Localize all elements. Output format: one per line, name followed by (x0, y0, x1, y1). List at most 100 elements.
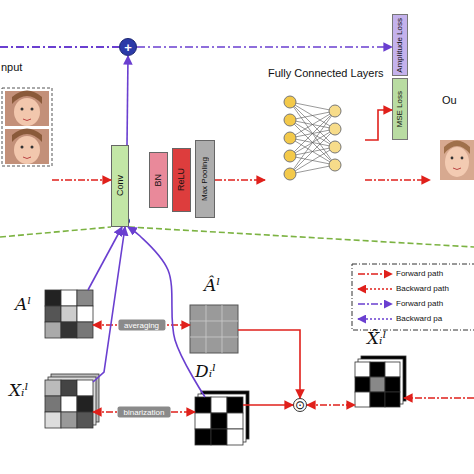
matrix-x (77, 396, 93, 412)
legend-box (358, 303, 392, 305)
backward-connector (93, 227, 125, 382)
input-faces (5, 129, 49, 164)
matrix-x (45, 396, 61, 412)
input-faces (14, 136, 40, 164)
bn-layer: BN (149, 152, 168, 208)
matrix-a (77, 290, 93, 306)
zoom-lines (0, 218, 474, 247)
matrix-d (227, 397, 243, 413)
matrix-x-hat (355, 362, 370, 377)
input-faces (14, 98, 40, 126)
node-label: ReLU (177, 168, 186, 191)
fully-connected-layers: Fully Connected Layers (265, 68, 365, 186)
backward-connector (127, 56, 128, 145)
forward-connector (243, 404, 293, 406)
matrix-x (61, 380, 77, 396)
input-faces (31, 108, 34, 111)
max-pooling-layer: Max Pooling (195, 140, 215, 218)
matrix-a-hat (190, 305, 238, 353)
matrix-d (211, 429, 227, 445)
input-image: nput (0, 62, 52, 186)
matrix-symbol: Xᵢˡ (9, 382, 29, 399)
matrix-d (227, 413, 243, 429)
fc-network (329, 105, 341, 117)
skip-path (0, 47, 119, 48)
matrix-symbol: Dᵢˡ (195, 363, 216, 380)
matrix-d (195, 413, 211, 429)
legend-entry: Backward path (396, 284, 449, 293)
matrix-a (45, 306, 61, 322)
matrix-x (45, 412, 61, 428)
matrix-x (61, 396, 77, 412)
matrix-x (77, 412, 93, 428)
node-label: Max Pooling (201, 157, 209, 201)
output-face (440, 140, 474, 180)
amplitude-loss-box: Amplitude Loss (392, 14, 408, 76)
fc-network (284, 132, 296, 144)
matrix-x-hat (404, 397, 474, 399)
matrix-a-hat: Âˡ (190, 305, 238, 353)
fc-network (290, 102, 335, 174)
matrix-x-hat (355, 377, 370, 392)
forward-connector (365, 110, 392, 140)
matrix-a (45, 290, 61, 306)
input-faces (31, 146, 34, 149)
fc-network (365, 179, 430, 181)
output-face (440, 140, 474, 180)
input-faces (23, 157, 31, 159)
input-faces (21, 146, 24, 149)
output-face (461, 157, 464, 160)
matrix-symbol: X̂ᵢˡ (367, 330, 387, 347)
matrix-a (77, 306, 93, 322)
matrix-x (45, 374, 99, 428)
matrix-d: Dᵢˡ (195, 397, 243, 445)
node-label: ⊙ (295, 399, 305, 411)
legend-box (358, 288, 392, 290)
matrix-d (227, 429, 243, 445)
matrix-x-hat (355, 392, 370, 407)
matrix-d (195, 391, 249, 445)
forward-connector (215, 179, 265, 181)
matrix-x-hat (355, 356, 474, 407)
input-faces (23, 119, 31, 121)
legend-entry: Forward path (396, 299, 443, 308)
legend-text: Forward path (396, 269, 443, 278)
input-faces (2, 88, 52, 166)
matrix-x-hat (370, 377, 385, 392)
legend-text: Backward pa (396, 314, 442, 323)
input-faces (12, 129, 42, 143)
legend-box (352, 264, 474, 330)
matrix-x (45, 380, 61, 396)
conv-layer: Conv (111, 145, 129, 227)
legend-text: Backward path (396, 284, 449, 293)
matrix-a (61, 306, 77, 322)
matrix-x-hat (385, 377, 400, 392)
matrix-x-hat (370, 362, 385, 377)
backward-connector (128, 227, 205, 397)
fc-network (284, 96, 430, 180)
matrix-a: Aˡ (45, 290, 93, 338)
matrix-x-hat (385, 362, 400, 377)
forward-connector (238, 330, 300, 398)
legend-box (358, 318, 392, 320)
sum-node: + (119, 38, 137, 56)
matrix-a (61, 290, 77, 306)
node-label: + (124, 41, 132, 54)
output-face (445, 147, 469, 177)
matrix-a (77, 322, 93, 338)
node-label: MSE Loss (396, 91, 404, 127)
output-face (453, 168, 461, 170)
matrix-a-hat (190, 305, 238, 353)
matrix-d (195, 429, 211, 445)
legend-text: Forward path (396, 299, 443, 308)
fc-network (284, 168, 296, 180)
fc-network (284, 114, 296, 126)
output-image: Ou (436, 95, 474, 180)
edge-label: binarization (118, 407, 171, 418)
relu-layer: ReLU (172, 148, 191, 212)
mse-loss-box: MSE Loss (392, 78, 408, 140)
output-face (451, 157, 454, 160)
matrix-a-hat (190, 305, 238, 353)
node-label: Conv (116, 175, 125, 196)
